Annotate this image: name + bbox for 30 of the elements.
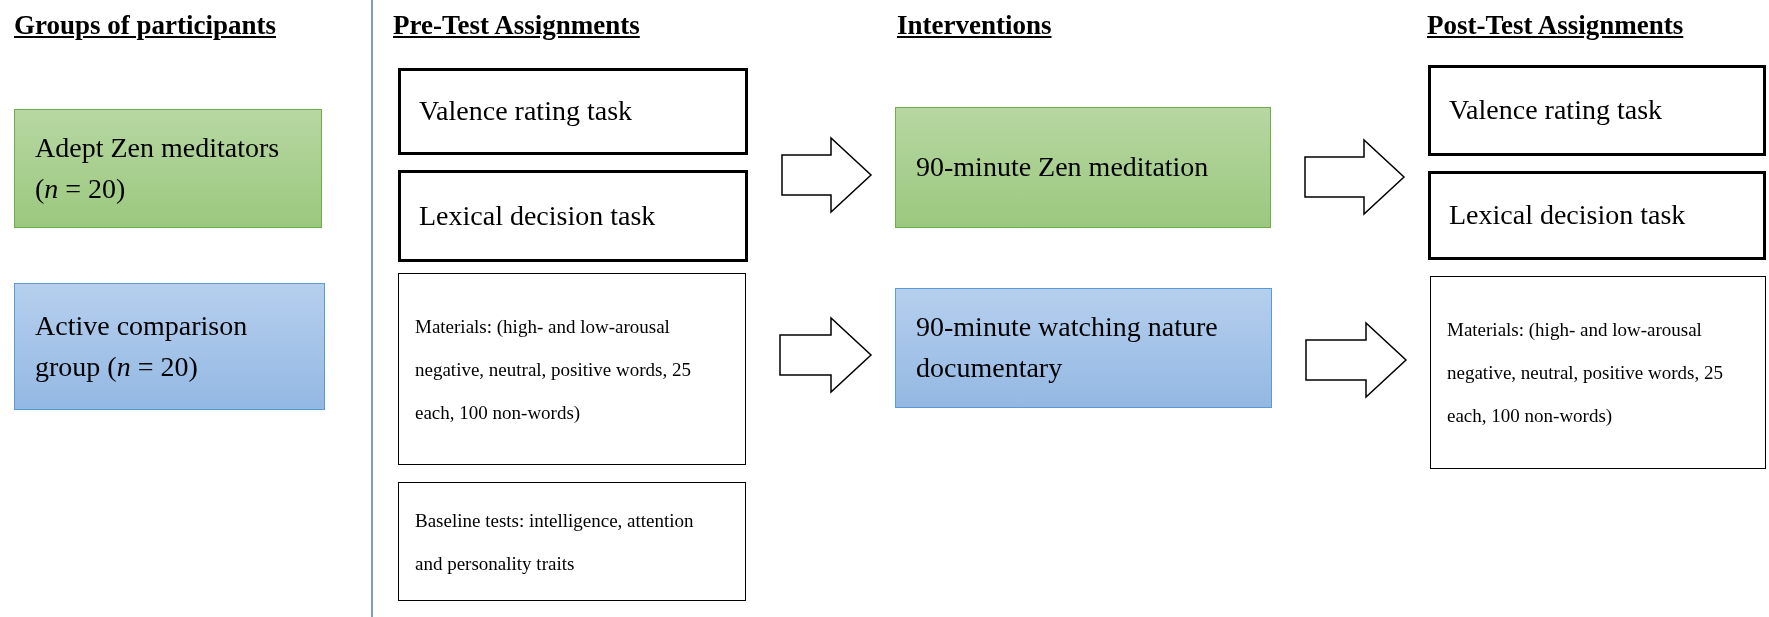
note-box — [398, 273, 746, 465]
column-heading: Interventions — [897, 10, 1052, 41]
task-box — [1428, 65, 1766, 156]
column-heading: Groups of participants — [14, 10, 277, 41]
box-text: Valence rating task — [1449, 93, 1663, 128]
block-arrow — [1304, 138, 1406, 216]
note-box — [1430, 276, 1766, 469]
group-box — [895, 107, 1271, 228]
box-text: Materials: (high- and low-arousal negative, neutral, positive words, 25 each, 100 non-words) — [1447, 318, 1724, 428]
group-box — [14, 283, 325, 410]
box-text: Active comparison group (n = 20) — [35, 308, 249, 384]
box-text: Lexical decision task — [419, 198, 656, 233]
box-text: Materials: (high- and low-arousal negative, neutral, positive words, 25 each, 100 non-words) — [415, 314, 692, 425]
task-box — [398, 68, 748, 155]
block-arrow — [779, 316, 873, 394]
box-text: Baseline tests: intelligence, attention and personality traits — [415, 508, 695, 576]
note-box — [398, 482, 746, 601]
task-box — [398, 170, 748, 262]
block-arrow — [1305, 321, 1408, 399]
box-text: 90-minute watching nature documentary — [916, 310, 1219, 385]
box-text: Lexical decision task — [1449, 198, 1686, 233]
box-text: Adept Zen meditators (n = 20) — [35, 130, 281, 206]
block-arrow — [781, 136, 873, 214]
group-box — [14, 109, 322, 228]
box-text: Valence rating task — [419, 94, 633, 129]
column-heading: Pre-Test Assignments — [393, 10, 640, 41]
column-heading: Post-Test Assignments — [1427, 10, 1684, 41]
task-box — [1428, 171, 1766, 260]
box-text: 90-minute Zen meditation — [916, 150, 1209, 185]
group-box — [895, 288, 1272, 408]
